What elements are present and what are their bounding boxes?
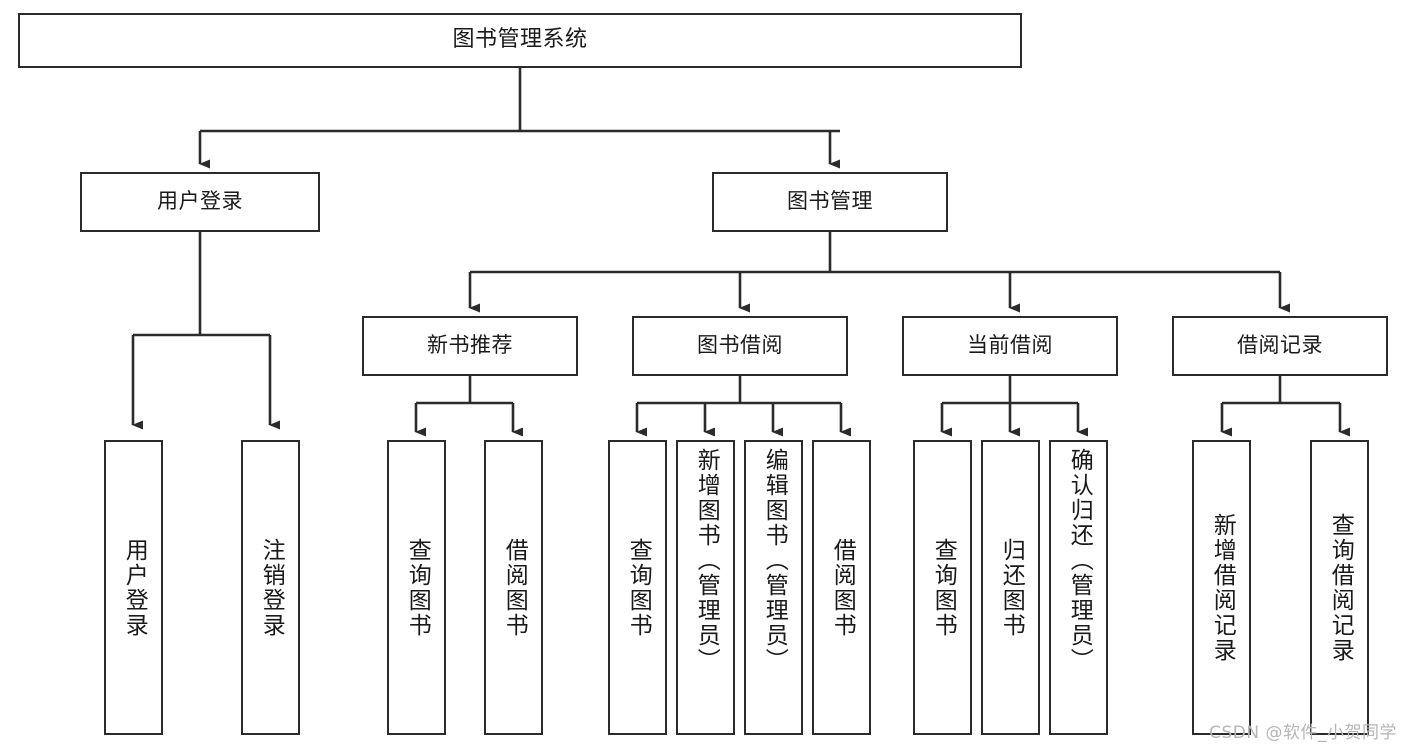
node-user-login[interactable]: 用户登录	[80, 172, 320, 232]
leaf-add-borrow-record[interactable]: 新增借阅记录	[1192, 440, 1251, 735]
node-borrow-records[interactable]: 借阅记录	[1172, 316, 1388, 376]
leaf-query-book-borrow[interactable]: 查询图书	[608, 440, 667, 735]
node-label: 图书管理	[787, 189, 873, 214]
leaf-query-borrow-record[interactable]: 查询借阅记录	[1310, 440, 1369, 735]
node-book-management[interactable]: 图书管理	[712, 172, 948, 232]
leaf-logout[interactable]: 注销登录	[241, 440, 300, 735]
node-label: 查询图书	[404, 537, 431, 638]
node-label: 查询借阅记录	[1327, 512, 1354, 663]
leaf-add-book-admin[interactable]: 新增图书（管理员）	[676, 440, 735, 735]
node-label: 用户登录	[157, 189, 243, 214]
node-label: 借阅记录	[1237, 333, 1323, 358]
leaf-return-book[interactable]: 归还图书	[981, 440, 1040, 735]
node-label: 查询图书	[930, 537, 957, 638]
leaf-borrow-book[interactable]: 借阅图书	[812, 440, 871, 735]
node-label: 归还图书	[998, 537, 1025, 638]
leaf-confirm-return-admin[interactable]: 确认归还（管理员）	[1049, 440, 1108, 735]
leaf-query-book-recommend[interactable]: 查询图书	[387, 440, 446, 735]
node-label: 借阅图书	[829, 537, 856, 638]
node-label: 编辑图书（管理员）	[761, 448, 788, 673]
node-label: 新增借阅记录	[1209, 512, 1236, 663]
leaf-edit-book-admin[interactable]: 编辑图书（管理员）	[744, 440, 803, 735]
node-label: 注销登录	[258, 537, 285, 638]
node-label: 借阅图书	[501, 537, 528, 638]
node-new-book-recommend[interactable]: 新书推荐	[362, 316, 578, 376]
node-label: 图书借阅	[697, 333, 783, 358]
node-book-borrow[interactable]: 图书借阅	[632, 316, 848, 376]
node-label: 新书推荐	[427, 333, 513, 358]
node-label: 当前借阅	[967, 333, 1053, 358]
watermark-csdn: CSDN @软件_小贺同学	[1209, 723, 1397, 743]
node-label: 新增图书（管理员）	[693, 448, 720, 673]
node-label: 用户登录	[121, 537, 148, 638]
node-label: 确认归还（管理员）	[1066, 448, 1093, 673]
node-current-borrow[interactable]: 当前借阅	[902, 316, 1118, 376]
leaf-borrow-book-recommend[interactable]: 借阅图书	[484, 440, 543, 735]
node-label: 查询图书	[625, 537, 652, 638]
leaf-query-book-current[interactable]: 查询图书	[913, 440, 972, 735]
leaf-user-login[interactable]: 用户登录	[104, 440, 163, 735]
node-label: 图书管理系统	[452, 27, 588, 53]
node-root-library-management-system[interactable]: 图书管理系统	[18, 13, 1022, 68]
